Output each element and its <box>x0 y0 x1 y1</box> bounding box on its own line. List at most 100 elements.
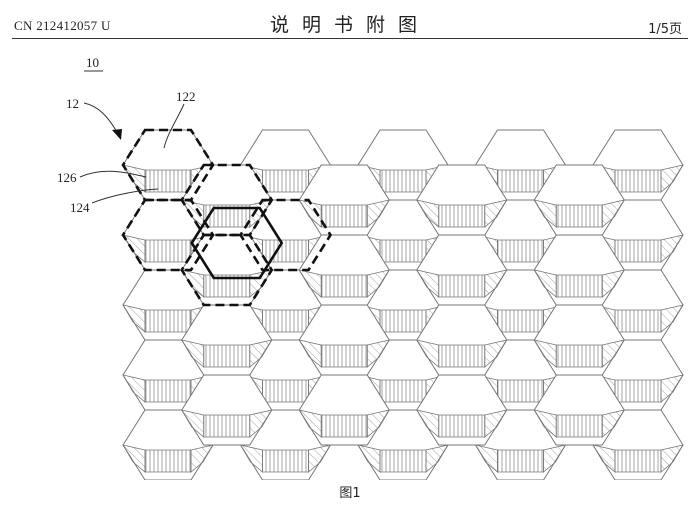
diagonal-hatch-facet <box>366 409 391 438</box>
section-title: 说明书附图 <box>269 14 430 36</box>
publication-number: CN 212412057 U <box>14 18 111 33</box>
diagonal-hatch-facet <box>298 269 322 298</box>
header-rule <box>12 38 688 39</box>
honeycomb-cell <box>180 374 273 446</box>
diagonal-hatch-facet <box>298 339 322 368</box>
honeycomb-cell <box>415 374 508 446</box>
diagonal-hatch-facet <box>298 199 322 228</box>
diagonal-hatch-facet <box>415 409 440 438</box>
vertical-hatch-facet <box>320 204 368 228</box>
honeycomb-cell <box>298 304 391 376</box>
vertical-hatch-facet <box>144 239 192 263</box>
vertical-hatch-facet <box>497 379 544 403</box>
diagonal-hatch-facet <box>415 269 440 298</box>
diagonal-hatch-facet <box>298 409 322 438</box>
diagonal-hatch-facet <box>122 444 146 473</box>
page-header: CN 212412057 U 说明书附图 1/5页 <box>0 0 700 40</box>
vertical-hatch-facet <box>497 239 544 263</box>
label-126: 126 <box>57 170 77 185</box>
diagonal-hatch-facet <box>484 339 508 368</box>
vertical-hatch-facet <box>555 414 603 438</box>
honeycomb-cell <box>357 409 449 480</box>
diagonal-hatch-facet <box>366 269 391 298</box>
label-12: 12 <box>66 96 79 111</box>
diagonal-hatch-facet <box>660 234 684 263</box>
diagonal-hatch-facet <box>366 199 391 228</box>
diagonal-hatch-facet <box>533 409 557 438</box>
diagonal-hatch-facet <box>484 199 508 228</box>
vertical-hatch-facet <box>438 274 486 298</box>
vertical-hatch-facet <box>555 274 603 298</box>
vertical-hatch-facet <box>497 449 544 473</box>
diagonal-hatch-facet <box>484 409 508 438</box>
honeycomb-cell <box>122 199 214 271</box>
honeycomb-cell <box>180 234 273 306</box>
honeycomb-cell <box>298 164 391 236</box>
page-indicator: 1/5页 <box>648 22 682 37</box>
honeycomb-cell <box>298 234 391 306</box>
dashed-hexagon-outline <box>238 198 333 272</box>
vertical-hatch-facet <box>555 344 603 368</box>
vertical-hatch-facet <box>203 414 251 438</box>
dashed-hexagon-outline <box>121 198 215 272</box>
vertical-hatch-facet <box>438 344 486 368</box>
label-122: 122 <box>176 89 196 104</box>
diagonal-hatch-facet <box>601 409 626 438</box>
diagonal-hatch-facet <box>533 269 557 298</box>
diagonal-hatch-facet <box>249 409 273 438</box>
honeycomb-cell <box>533 374 626 446</box>
vertical-hatch-facet <box>379 169 427 193</box>
vertical-hatch-facet <box>262 379 309 403</box>
vertical-hatch-facet <box>262 169 309 193</box>
vertical-hatch-facet <box>379 449 427 473</box>
vertical-hatch-facet <box>614 169 662 193</box>
honeycomb-tiling <box>122 129 684 480</box>
diagonal-hatch-facet <box>249 339 273 368</box>
diagonal-hatch-facet <box>533 199 557 228</box>
diagonal-hatch-facet <box>180 409 205 438</box>
diagonal-hatch-facet <box>601 199 626 228</box>
patent-figure: 10 12 122 126 124 <box>57 55 684 480</box>
label-126-leader <box>79 170 147 178</box>
vertical-hatch-facet <box>438 414 486 438</box>
vertical-hatch-facet <box>144 449 192 473</box>
vertical-hatch-facet <box>203 344 251 368</box>
vertical-hatch-facet <box>497 309 544 333</box>
label-12-leader <box>83 102 119 135</box>
diagonal-hatch-facet <box>415 199 440 228</box>
vertical-hatch-facet <box>497 169 544 193</box>
label-124: 124 <box>70 200 90 215</box>
vertical-hatch-facet <box>262 239 309 263</box>
honeycomb-cell <box>298 374 391 446</box>
vertical-hatch-facet <box>379 239 427 263</box>
vertical-hatch-facet <box>262 309 309 333</box>
vertical-hatch-facet <box>614 239 662 263</box>
diagonal-hatch-facet <box>366 339 391 368</box>
highlighted-element-outline <box>121 128 333 307</box>
diagonal-hatch-facet <box>601 339 626 368</box>
diagonal-hatch-facet <box>660 444 684 473</box>
vertical-hatch-facet <box>144 169 192 193</box>
diagonal-hatch-facet <box>601 269 626 298</box>
vertical-hatch-facet <box>555 204 603 228</box>
diagonal-hatch-facet <box>180 339 205 368</box>
label-12-arrowhead <box>112 129 122 140</box>
honeycomb-cell <box>592 269 684 341</box>
diagonal-hatch-facet <box>543 444 567 473</box>
diagonal-hatch-facet <box>660 164 684 193</box>
vertical-hatch-facet <box>438 204 486 228</box>
diagonal-hatch-facet <box>533 339 557 368</box>
honeycomb-cell <box>533 164 626 236</box>
vertical-hatch-facet <box>614 379 662 403</box>
vertical-hatch-facet <box>320 344 368 368</box>
diagonal-hatch-facet <box>484 269 508 298</box>
vertical-hatch-facet <box>614 309 662 333</box>
honeycomb-cell <box>180 304 273 376</box>
vertical-hatch-facet <box>379 379 427 403</box>
diagonal-hatch-facet <box>592 444 616 473</box>
diagonal-hatch-facet <box>357 444 381 473</box>
diagonal-hatch-facet <box>474 444 498 473</box>
honeycomb-cell <box>415 304 508 376</box>
solid-hexagon-outline <box>190 206 284 280</box>
dashed-hexagon-outline <box>180 233 274 307</box>
